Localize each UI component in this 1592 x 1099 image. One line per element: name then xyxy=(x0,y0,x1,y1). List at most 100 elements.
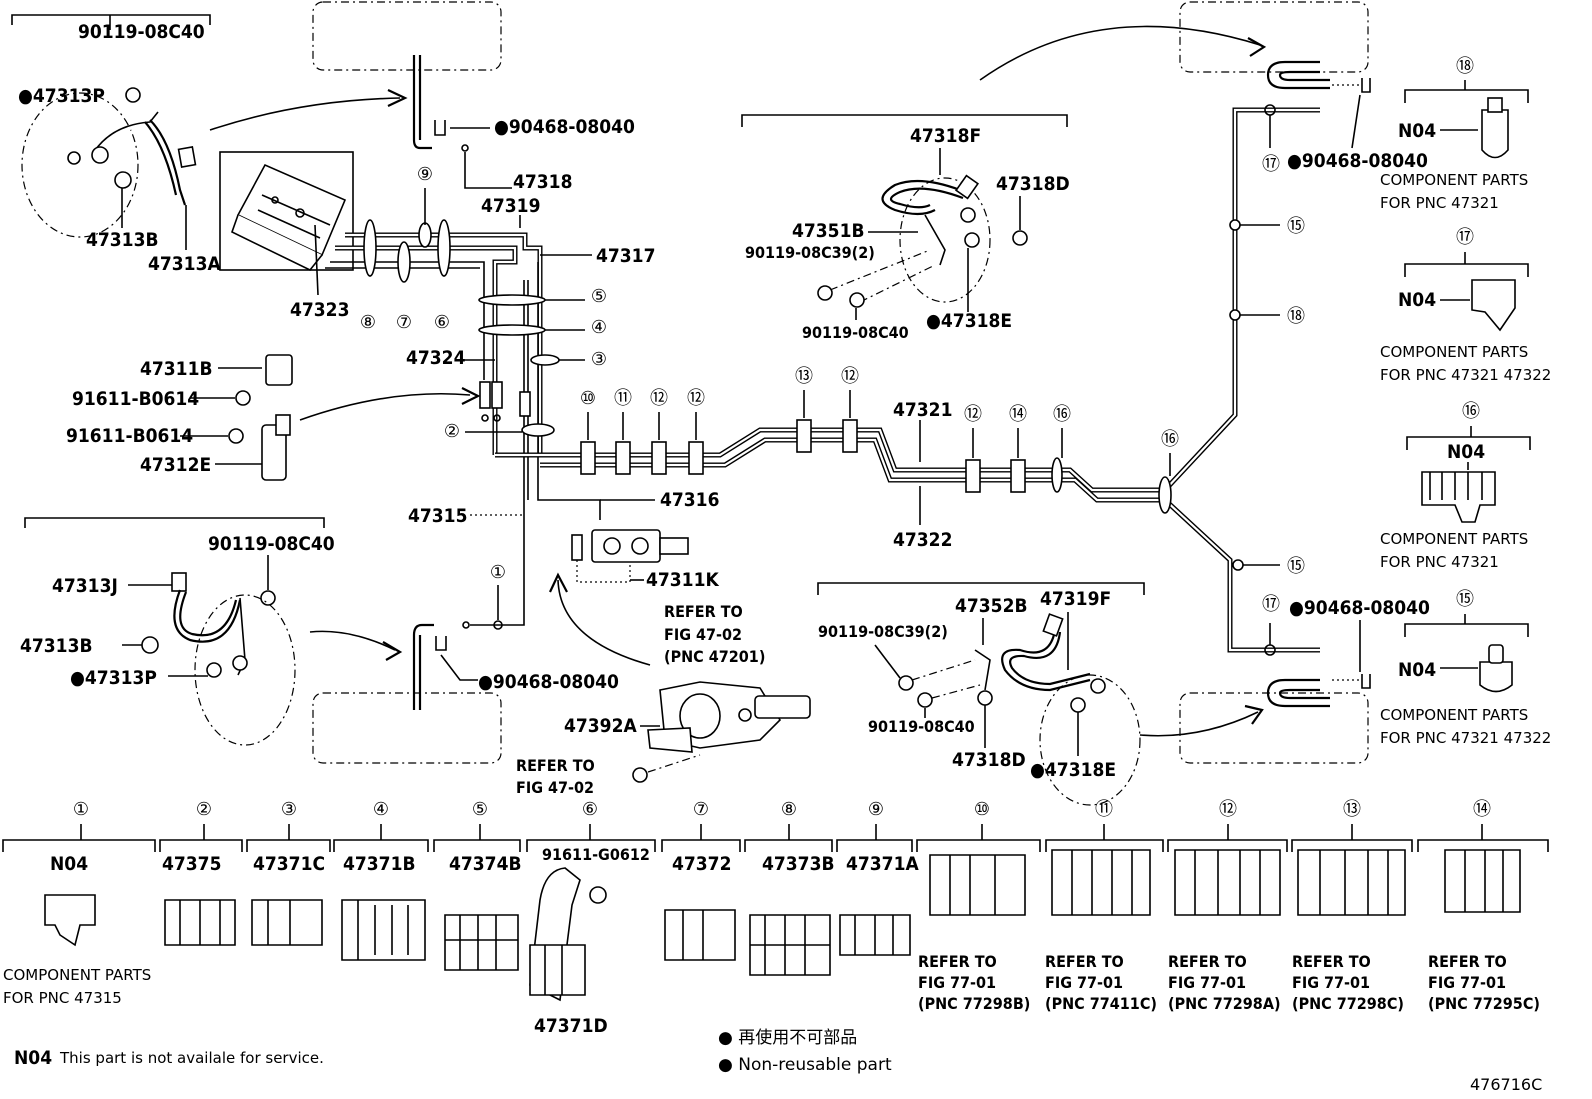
callout-11: ⑪ xyxy=(614,388,632,409)
bottom-ref1-10: REFER TO xyxy=(918,952,997,971)
master-cylinder xyxy=(647,681,811,753)
label-90119-08C40-d: 90119-08C40 xyxy=(868,717,975,736)
bottom-num-10: ⑩ xyxy=(974,799,990,820)
label-47324: 47324 xyxy=(406,347,466,369)
bottom-ref1-1: COMPONENT PARTS xyxy=(3,966,151,984)
bolt-icon xyxy=(849,292,865,308)
label-47392A: 47392A xyxy=(564,715,637,737)
bolt-icon xyxy=(898,675,914,691)
callout-8: ⑧ xyxy=(360,312,376,333)
bolt-icon xyxy=(1012,230,1028,246)
right-panel-line1-16: COMPONENT PARTS xyxy=(1380,530,1528,548)
bolt-icon xyxy=(228,428,244,444)
callout-12-a: ⑫ xyxy=(650,388,668,409)
bottom-code-6: 91611-G0612 xyxy=(542,845,650,864)
refer-fig-47-02-line2: FIG 47-02 xyxy=(516,778,594,797)
label-90119-08C39-a: 90119-08C39(2) xyxy=(745,243,875,262)
callout-12-b: ⑫ xyxy=(687,388,705,409)
bottom-ref2-1: FOR PNC 47315 xyxy=(3,989,122,1007)
bottom-code-1: N04 xyxy=(50,853,88,875)
right-panel-line1-17: COMPONENT PARTS xyxy=(1380,343,1528,361)
right-panel-code-17: N04 xyxy=(1398,289,1436,311)
label-47318F: 47318F xyxy=(910,125,981,147)
right-panel-line2-16: FOR PNC 47321 xyxy=(1380,553,1499,571)
bottom-num-13: ⑬ xyxy=(1343,799,1361,820)
label-47315: 47315 xyxy=(408,505,467,527)
arrow-icon xyxy=(1139,711,1259,737)
label-90119-08C39-b: 90119-08C39(2) xyxy=(818,622,948,641)
bottom-code-7: 47372 xyxy=(672,853,731,875)
right-panel-code-18: N04 xyxy=(1398,120,1436,142)
bolt-icon xyxy=(125,87,141,103)
label-91611-B0614-b: 91611-B0614 xyxy=(66,425,193,447)
right-panel-code-16: N04 xyxy=(1447,441,1485,463)
detail-box-top-left xyxy=(312,1,502,71)
label-47318D-b: 47318D xyxy=(952,749,1026,771)
label-47313P-b: ●47313P xyxy=(70,667,157,689)
right-panel-line1-15: COMPONENT PARTS xyxy=(1380,706,1528,724)
legend-not-available: This part is not availale for service. xyxy=(59,1049,324,1067)
callout-7: ⑦ xyxy=(396,312,412,333)
label-90119-08C40-a: 90119-08C40 xyxy=(78,21,205,43)
bolt-icon xyxy=(817,285,833,301)
bottom-code-5: 47374B xyxy=(449,853,522,875)
right-panel-code-15: N04 xyxy=(1398,659,1436,681)
right-panel: ⑱ N04 COMPONENT PARTS FOR PNC 47321 ⑰ N0… xyxy=(1380,56,1551,747)
callout-1: ① xyxy=(490,562,506,583)
bottom-num-5: ⑤ xyxy=(472,799,488,820)
bottom-ref2-13: FIG 77-01 xyxy=(1292,973,1370,992)
bottom-num-14: ⑭ xyxy=(1473,799,1491,820)
refer-47201-line3: (PNC 47201) xyxy=(664,647,765,666)
refer-fig-47-02-line1: REFER TO xyxy=(516,756,595,775)
bottom-num-3: ③ xyxy=(281,799,297,820)
label-90468-c: ●90468-08040 xyxy=(1287,150,1428,172)
bottom-num-11: ⑪ xyxy=(1095,799,1113,820)
bottom-code-8: 47373B xyxy=(762,853,835,875)
arrow-icon xyxy=(979,25,1261,81)
bolt-icon xyxy=(917,692,933,708)
rear-right-hose-group: 47352B 47319F 90119-08C39(2) 90119-08C40… xyxy=(817,582,1145,806)
bottom-code-2: 47375 xyxy=(162,853,221,875)
front-left-hose-group: 90119-08C40 ●47313P 47313B 47313A xyxy=(11,14,221,275)
legend-jp: ● 再使用不可部品 xyxy=(718,1027,857,1048)
label-90468-b: ●90468-08040 xyxy=(478,671,619,693)
callout-14: ⑭ xyxy=(1009,404,1027,425)
label-47312E: 47312E xyxy=(140,454,211,476)
label-47313A: 47313A xyxy=(148,253,221,275)
label-47319: 47319 xyxy=(481,195,540,217)
right-panel-line2-15: FOR PNC 47321 47322 xyxy=(1380,729,1551,747)
bottom-ref3-12: (PNC 77298A) xyxy=(1168,994,1281,1013)
callout-10: ⑩ xyxy=(580,388,596,409)
bottom-num-12: ⑫ xyxy=(1219,799,1237,820)
label-47351B: 47351B xyxy=(792,220,865,242)
bottom-ref1-11: REFER TO xyxy=(1045,952,1124,971)
bottom-num-6: ⑥ xyxy=(582,799,598,820)
callout-18: ⑱ xyxy=(1287,306,1305,327)
label-47322: 47322 xyxy=(893,529,952,551)
arrow-icon xyxy=(557,579,651,666)
label-47319F: 47319F xyxy=(1040,588,1111,610)
right-panel-line2-18: FOR PNC 47321 xyxy=(1380,194,1499,212)
bottom-ref3-13: (PNC 77298C) xyxy=(1292,994,1404,1013)
refer-47201-line2: FIG 47-02 xyxy=(664,625,742,644)
callout-2: ② xyxy=(444,421,460,442)
legend-en: ● Non-reusable part xyxy=(718,1055,892,1075)
label-47318: 47318 xyxy=(513,171,572,193)
bottom-num-7: ⑦ xyxy=(693,799,709,820)
refer-47201-line1: REFER TO xyxy=(664,602,743,621)
right-panel-line2-17: FOR PNC 47321 47322 xyxy=(1380,366,1551,384)
callout-12-d: ⑫ xyxy=(964,404,982,425)
right-panel-num-17: ⑰ xyxy=(1456,227,1474,248)
callout-9: ⑨ xyxy=(417,164,433,185)
label-47313J: 47313J xyxy=(52,575,118,597)
detail-box-bottom-right xyxy=(1179,692,1369,764)
bolt-icon xyxy=(589,886,607,904)
legend: N04 This part is not availale for servic… xyxy=(14,1027,1542,1094)
bottom-num-8: ⑧ xyxy=(781,799,797,820)
front-right-hose-group: 90119-08C40 47313J 47313B ●47313P xyxy=(20,517,335,746)
label-47311K: 47311K xyxy=(646,569,719,591)
bottom-ref2-12: FIG 77-01 xyxy=(1168,973,1246,992)
label-47352B: 47352B xyxy=(955,595,1028,617)
callout-13: ⑬ xyxy=(795,366,813,387)
label-47316: 47316 xyxy=(660,489,719,511)
